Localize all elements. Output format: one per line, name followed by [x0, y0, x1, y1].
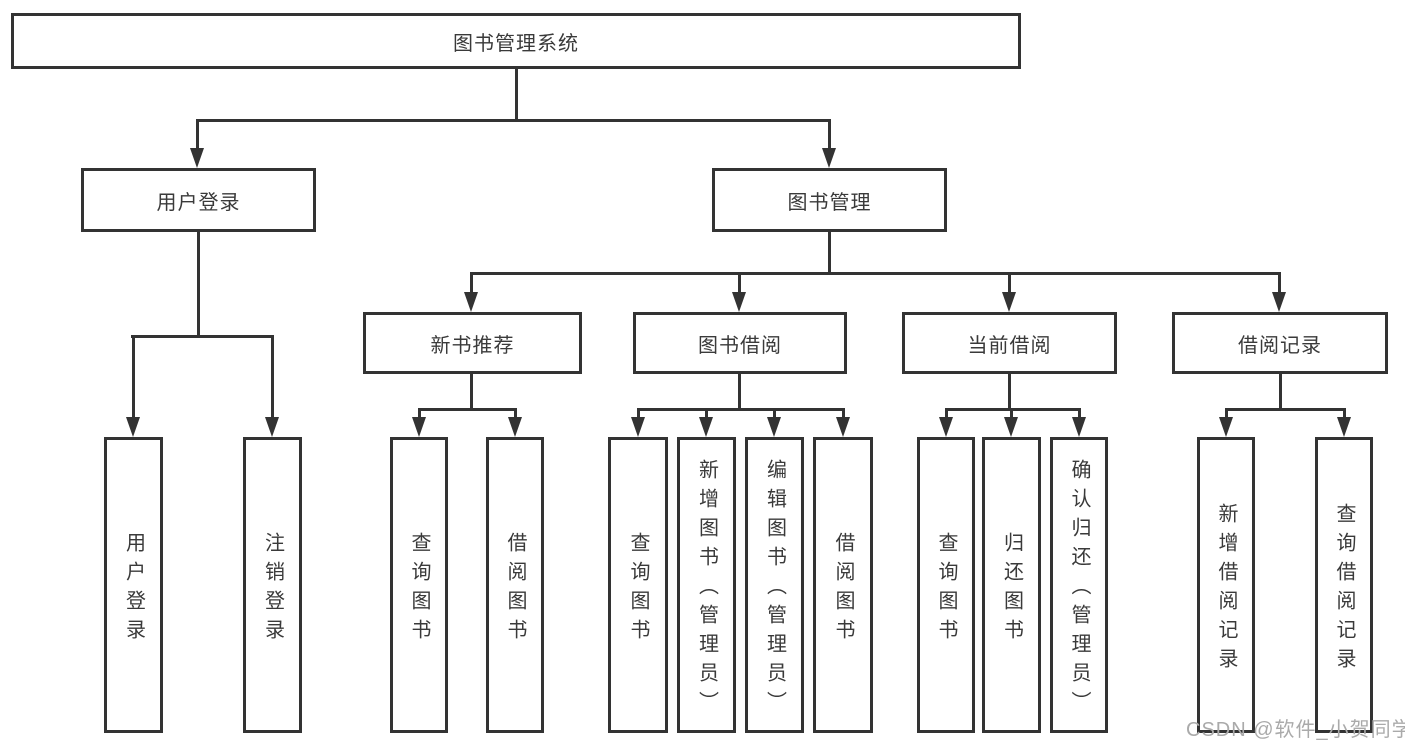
connector-line — [842, 408, 845, 420]
connector-line — [1008, 272, 1011, 294]
node-leaf-add-borrow-record: 新增借阅记录 — [1197, 437, 1255, 733]
node-label: 借阅图书 — [504, 531, 526, 648]
node-borrowing-records: 借阅记录 — [1172, 312, 1388, 374]
arrow-down-icon — [508, 417, 522, 437]
connector-line — [271, 335, 274, 419]
connector-line — [773, 408, 776, 420]
node-label: 新增借阅记录 — [1215, 502, 1237, 677]
node-leaf-query-books-current: 查询图书 — [917, 437, 975, 733]
node-new-book-recommendation: 新书推荐 — [363, 312, 582, 374]
connector-line — [738, 272, 741, 294]
connector-line — [1225, 408, 1228, 420]
connector-line — [1225, 408, 1346, 411]
connector-line — [418, 408, 516, 411]
connector-line — [945, 408, 948, 420]
connector-line — [470, 272, 473, 294]
arrow-down-icon — [822, 148, 836, 168]
arrow-down-icon — [412, 417, 426, 437]
csdn-watermark: CSDN @软件_小贺同学 — [1186, 719, 1405, 741]
node-leaf-return-books: 归还图书 — [982, 437, 1041, 733]
connector-line — [196, 119, 199, 151]
node-user-login-branch: 用户登录 — [81, 168, 316, 232]
node-label: 用户登录 — [156, 191, 241, 214]
arrow-down-icon — [464, 292, 478, 312]
arrow-down-icon — [631, 417, 645, 437]
node-label: 借阅图书 — [832, 531, 854, 648]
node-label: 查询图书 — [935, 531, 957, 648]
arrow-down-icon — [1337, 417, 1351, 437]
node-leaf-edit-books-admin: 编辑图书（管理员） — [745, 437, 804, 733]
arrow-down-icon — [699, 417, 713, 437]
arrow-down-icon — [265, 417, 279, 437]
node-leaf-user-login: 用户登录 — [104, 437, 163, 733]
node-book-management-branch: 图书管理 — [712, 168, 947, 232]
connector-line — [738, 374, 741, 411]
node-label: 图书借阅 — [698, 334, 782, 357]
arrow-down-icon — [1272, 292, 1286, 312]
connector-line — [196, 119, 831, 122]
arrow-down-icon — [1002, 292, 1016, 312]
node-label: 注销登录 — [261, 531, 284, 648]
node-current-borrowing: 当前借阅 — [902, 312, 1117, 374]
node-label: 借阅记录 — [1238, 334, 1322, 357]
connector-line — [514, 408, 517, 420]
arrow-down-icon — [1072, 417, 1086, 437]
node-label: 归还图书 — [1000, 531, 1023, 648]
node-leaf-add-books-admin: 新增图书（管理员） — [677, 437, 736, 733]
connector-line — [470, 374, 473, 411]
node-label: 查询图书 — [408, 531, 430, 648]
connector-line — [1343, 408, 1346, 420]
connector-line — [1010, 408, 1013, 420]
connector-line — [131, 335, 273, 338]
node-label: 当前借阅 — [967, 334, 1052, 357]
arrow-down-icon — [939, 417, 953, 437]
node-label: 确认归还（管理员） — [1068, 459, 1090, 720]
arrow-down-icon — [126, 417, 140, 437]
node-leaf-query-books-recommend: 查询图书 — [390, 437, 448, 733]
node-leaf-borrow-books-recommend: 借阅图书 — [486, 437, 544, 733]
node-leaf-confirm-return-admin: 确认归还（管理员） — [1050, 437, 1108, 733]
node-label: 编辑图书（管理员） — [763, 459, 786, 720]
node-leaf-borrow-books: 借阅图书 — [813, 437, 873, 733]
connector-line — [1078, 408, 1081, 420]
connector-line — [637, 408, 640, 420]
connector-line — [1278, 272, 1281, 294]
connector-line — [828, 119, 831, 151]
arrow-down-icon — [767, 417, 781, 437]
arrow-down-icon — [1219, 417, 1233, 437]
node-library-management-system: 图书管理系统 — [11, 13, 1021, 69]
connector-line — [132, 335, 135, 419]
arrow-down-icon — [1004, 417, 1018, 437]
node-label: 图书管理系统 — [453, 32, 579, 55]
node-label: 图书管理 — [787, 191, 872, 214]
node-label: 查询借阅记录 — [1333, 502, 1355, 677]
node-leaf-query-books-borrowing: 查询图书 — [608, 437, 668, 733]
node-label: 用户登录 — [122, 531, 145, 648]
arrow-down-icon — [836, 417, 850, 437]
node-book-borrowing: 图书借阅 — [633, 312, 847, 374]
arrow-down-icon — [190, 148, 204, 168]
connector-line — [705, 408, 708, 420]
connector-line — [828, 232, 831, 275]
node-label: 新书推荐 — [430, 334, 515, 357]
connector-line — [470, 272, 1281, 275]
connector-line — [515, 68, 518, 122]
node-leaf-logout: 注销登录 — [243, 437, 302, 733]
node-label: 查询图书 — [627, 531, 649, 648]
node-label: 新增图书（管理员） — [695, 459, 718, 720]
arrow-down-icon — [732, 292, 746, 312]
connector-line — [418, 408, 421, 420]
node-leaf-query-borrow-record: 查询借阅记录 — [1315, 437, 1373, 733]
connector-line — [637, 408, 845, 411]
connector-line — [197, 232, 200, 338]
connector-line — [1008, 374, 1011, 411]
connector-line — [1279, 374, 1282, 411]
